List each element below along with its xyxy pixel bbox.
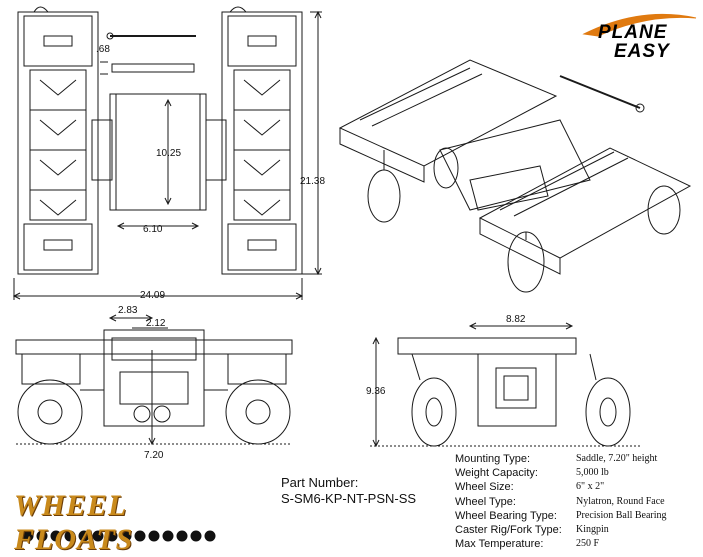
dim-side-offset-b: 2.12 [146, 318, 166, 329]
dim-front-span: 8.82 [506, 314, 526, 325]
spec-row: Mounting Type: Saddle, 7.20" height [455, 452, 667, 466]
spec-value: 5,000 lb [576, 467, 609, 479]
spec-key: Max Temperature: [455, 538, 544, 551]
spec-key: Mounting Type: [455, 453, 531, 465]
dim-plate-height: .68 [96, 44, 110, 55]
spec-value: Nylatron, Round Face [576, 495, 665, 507]
plane-easy-line2: EASY [614, 41, 670, 62]
spec-row: Caster Rig/Fork Type: Kingpin [455, 523, 667, 537]
dim-overall-width: 24.09 [140, 290, 165, 301]
spec-value: 250 F [576, 538, 600, 550]
part-number-label: Part Number: [281, 475, 359, 490]
dim-side-offset-a: 2.83 [118, 305, 138, 316]
isometric-view [338, 59, 692, 293]
spec-key: Caster Rig/Fork Type: [455, 524, 562, 537]
top-view [12, 6, 322, 300]
wheel-floats-text: WHEEL FLOATS [14, 489, 134, 556]
plane-easy-line1: PLANE [598, 22, 668, 43]
spec-row: Wheel Bearing Type: Precision Ball Bearin… [455, 509, 667, 523]
side-view [15, 314, 293, 446]
spec-value: Precision Ball Bearing [576, 509, 667, 521]
spec-key: Weight Capacity: [455, 467, 538, 480]
dim-wheel-height: 7.20 [144, 450, 164, 461]
spec-row: Wheel Type: Nylatron, Round Face [455, 495, 667, 509]
plane-easy-logo: PLANE EASY [580, 8, 692, 64]
dim-saddle-width: 6.10 [143, 224, 163, 235]
spec-row: Wheel Size: 6" x 2" [455, 480, 667, 494]
wheel-floats-wheels [22, 530, 216, 542]
wheel-floats-logo: WHEEL FLOATS [10, 486, 220, 556]
spec-value: Kingpin [576, 524, 609, 536]
front-view [370, 322, 640, 448]
logo-swoosh [582, 13, 697, 37]
dim-overall-length: 21.38 [300, 176, 325, 187]
spec-value: 6" x 2" [576, 481, 605, 493]
dim-saddle-length: 10.25 [156, 148, 181, 159]
spec-row: Max Temperature: 250 F [455, 537, 667, 551]
part-number-value: S-SM6-KP-NT-PSN-SS [281, 491, 417, 506]
spec-value: Saddle, 7.20" height [576, 453, 658, 464]
spec-key: Wheel Bearing Type: [455, 509, 557, 522]
spec-key: Wheel Size: [455, 481, 514, 494]
spec-row: Weight Capacity: 5,000 lb [455, 466, 667, 480]
spec-key: Wheel Type: [455, 495, 516, 508]
dim-front-height: 9.36 [366, 386, 386, 397]
spec-table: Mounting Type: Saddle, 7.20" height Weigh… [455, 452, 667, 551]
